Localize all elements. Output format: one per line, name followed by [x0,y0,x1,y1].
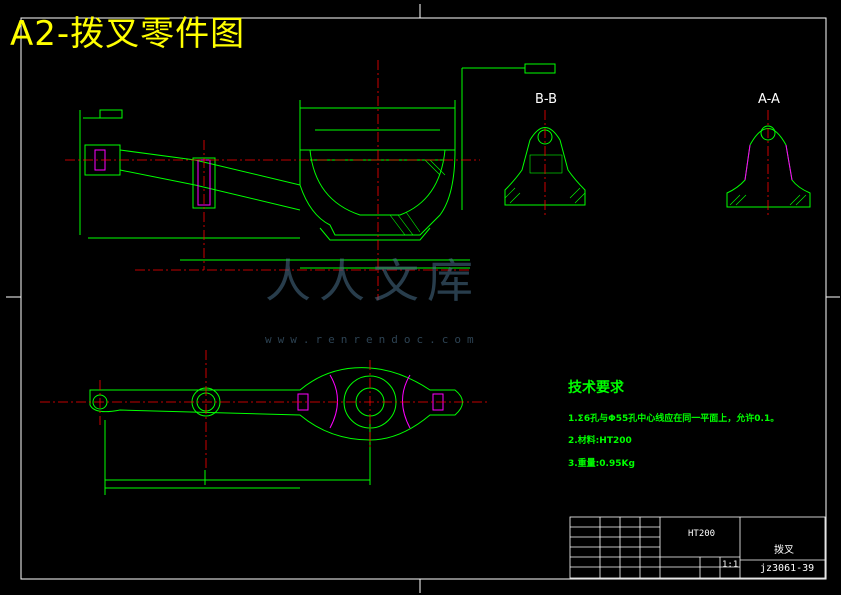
technical-requirement-item: 3.重量:0.95Kg [568,459,635,469]
title-block-drawing-number: jz3061-39 [760,563,815,574]
section-bb-hatch [504,154,586,204]
title-block [569,516,826,579]
top-view [89,367,463,495]
watermark-text: 人人文库 [265,254,481,308]
section-aa-label: A-A [758,92,780,107]
section-aa-hatch [744,144,793,181]
front-view-centerlines [65,60,480,300]
front-view-hatch [389,159,446,236]
drawing-title: A2-拨叉零件图 [10,14,246,54]
top-view-centerlines [40,350,490,470]
section-bb-label: B-B [535,92,558,107]
front-view [79,63,556,269]
technical-requirements-heading: 技术要求 [568,380,624,396]
title-block-part-name: 拨叉 [774,545,794,556]
technical-requirement-item: 2.材料:HT200 [568,436,632,446]
technical-requirement-item: 1.Σ6孔与Φ55孔中心线应在同一平面上，允许0.1。 [568,414,780,424]
title-block-scale: 1:1 [722,560,739,570]
title-block-material: HT200 [688,529,716,539]
section-aa-hatch-lines [729,194,807,206]
section-aa-view [726,125,811,208]
sheet-border [6,4,840,593]
watermark-url: www.renrendoc.com [265,333,480,346]
